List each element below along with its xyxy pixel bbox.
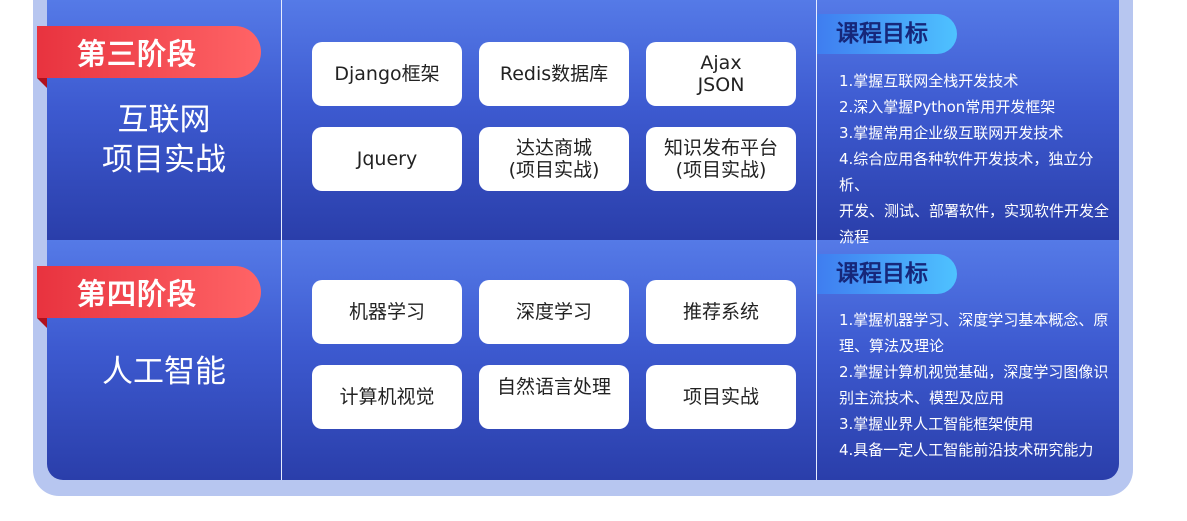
course-card[interactable]: Ajax JSON: [646, 42, 796, 106]
stage-label: 第四阶段: [37, 266, 261, 318]
course-card[interactable]: 深度学习: [479, 280, 629, 344]
divider: [816, 0, 817, 480]
goal-list: 1.掌握互联网全栈开发技术 2.深入掌握Python常用开发框架 3.掌握常用企…: [839, 68, 1114, 250]
course-card[interactable]: 计算机视觉: [312, 365, 462, 429]
goal-item: 4.综合应用各种软件开发技术，独立分析、: [839, 150, 1094, 194]
goal-badge: 课程目标: [817, 14, 957, 54]
ribbon-fold: [37, 78, 47, 88]
goal-item: 3.掌握业界人工智能框架使用: [839, 415, 1034, 433]
course-card[interactable]: 机器学习: [312, 280, 462, 344]
course-card[interactable]: Redis数据库: [479, 42, 629, 106]
stage-title: 人工智能: [47, 352, 281, 392]
goal-item: 2.掌握计算机视觉基础，深度学习图像识别主流技术、模型及应用: [839, 363, 1109, 407]
course-card[interactable]: 推荐系统: [646, 280, 796, 344]
goal-item: 4.具备一定人工智能前沿技术研究能力: [839, 441, 1094, 459]
course-card[interactable]: 达达商城 (项目实战): [479, 127, 629, 191]
course-card[interactable]: 知识发布平台 (项目实战): [646, 127, 796, 191]
stage-label: 第三阶段: [37, 26, 261, 78]
goal-item: 2.深入掌握Python常用开发框架: [839, 98, 1056, 116]
stage-title-line: 人工智能: [102, 354, 226, 390]
goal-item: 1.掌握机器学习、深度学习基本概念、原理、算法及理论: [839, 311, 1109, 355]
goal-item: 3.掌握常用企业级互联网开发技术: [839, 124, 1064, 142]
course-card[interactable]: Jquery: [312, 127, 462, 191]
stage-title-line: 项目实战: [102, 142, 226, 178]
divider: [281, 0, 282, 480]
goal-item: 开发、测试、部署软件，实现软件开发全流程: [839, 202, 1110, 246]
course-card[interactable]: 项目实战: [646, 365, 796, 429]
course-card[interactable]: Django框架: [312, 42, 462, 106]
stage-title-line: 互联网: [117, 102, 211, 138]
goal-badge: 课程目标: [817, 254, 957, 294]
goal-item: 1.掌握互联网全栈开发技术: [839, 72, 1019, 90]
goal-list: 1.掌握机器学习、深度学习基本概念、原理、算法及理论 2.掌握计算机视觉基础，深…: [839, 307, 1114, 463]
stage-title: 互联网 项目实战: [47, 100, 281, 180]
ribbon-fold: [37, 318, 47, 328]
course-card[interactable]: 自然语言处理: [479, 365, 629, 429]
